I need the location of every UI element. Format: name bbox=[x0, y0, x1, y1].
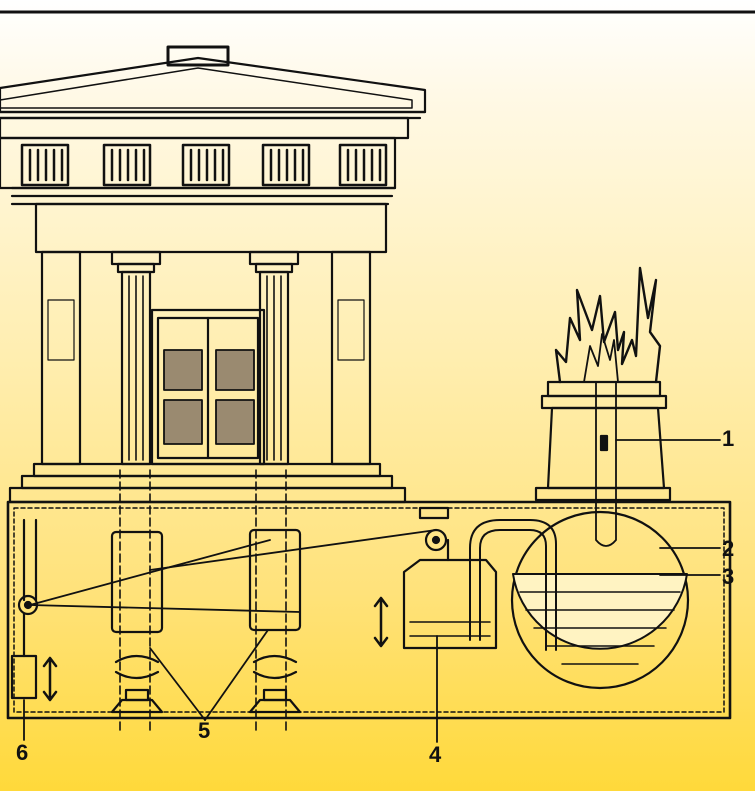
pediment bbox=[0, 58, 425, 138]
drum-left-5 bbox=[112, 470, 162, 730]
label-5: 5 bbox=[198, 718, 210, 744]
altar bbox=[536, 268, 670, 546]
roof-block bbox=[168, 47, 228, 65]
label-6: 6 bbox=[16, 740, 28, 766]
ropes bbox=[30, 530, 436, 612]
label-1: 1 bbox=[722, 426, 734, 452]
counterweight-6 bbox=[12, 520, 56, 700]
label-4: 4 bbox=[429, 742, 441, 768]
label-3: 3 bbox=[722, 564, 734, 590]
temple-steps bbox=[10, 464, 405, 502]
triglyph-blocks bbox=[22, 145, 386, 185]
drum-right-5 bbox=[250, 470, 300, 730]
sphere-liquid-3 bbox=[513, 574, 687, 649]
architrave bbox=[36, 204, 386, 252]
altar-flames bbox=[556, 268, 660, 382]
temple-doors bbox=[152, 310, 264, 464]
sphere-vessel-2 bbox=[512, 512, 688, 688]
label-2: 2 bbox=[722, 536, 734, 562]
pulley-top bbox=[420, 508, 448, 550]
bucket-4 bbox=[375, 540, 496, 648]
altar-tube-1 bbox=[596, 382, 616, 546]
temple bbox=[0, 47, 425, 502]
entablature bbox=[0, 138, 395, 204]
side-pilasters bbox=[42, 252, 370, 464]
